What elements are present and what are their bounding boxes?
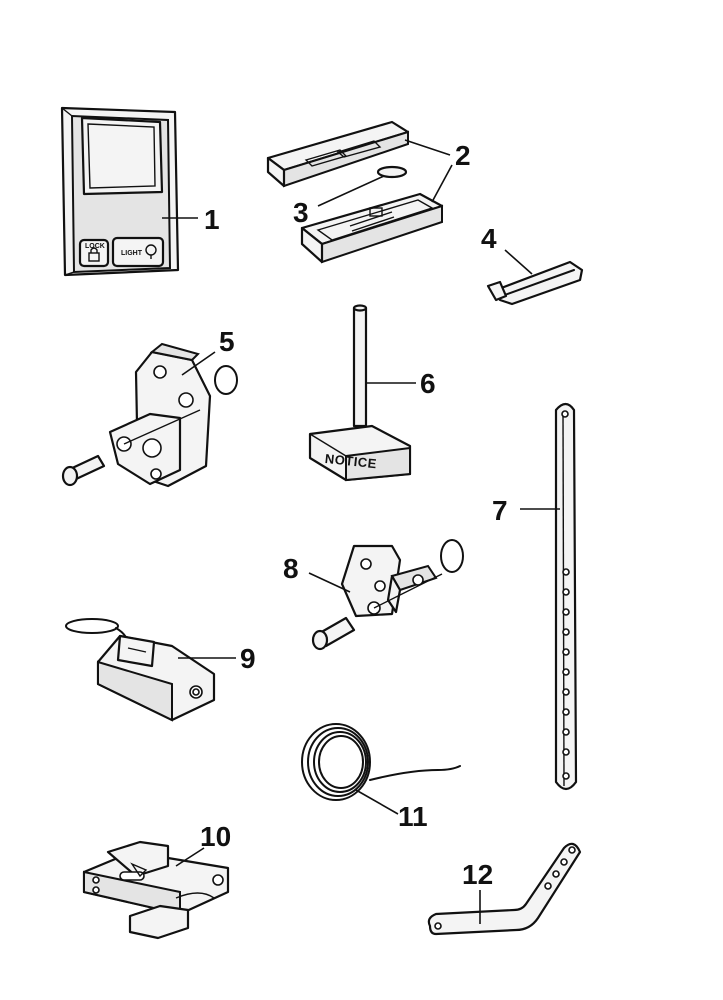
part-2-remote-transmitter: 2 3 [266, 120, 471, 264]
part-8-header-bracket: 8 [283, 539, 464, 651]
part-9-safety-sensor: 9 [65, 618, 256, 722]
part-7-straight-door-arm: 7 [492, 402, 578, 791]
callout-11: 11 [398, 801, 428, 832]
leader-3 [317, 175, 385, 207]
light-button[interactable]: LIGHT [111, 236, 165, 268]
callout-2: 2 [455, 140, 471, 171]
leader-10 [175, 847, 205, 867]
lock-label: LOCK [85, 243, 105, 250]
part-6-release-handle: NOTICE 6 [308, 304, 436, 482]
leader-2b [431, 164, 453, 203]
callout-9: 9 [240, 643, 256, 674]
leader-4 [504, 249, 533, 275]
callout-12: 12 [462, 859, 493, 890]
leader-8 [308, 572, 351, 593]
part-5-door-bracket: 5 [61, 326, 238, 488]
part-12-curved-door-arm: 12 [427, 842, 582, 936]
callout-4: 4 [481, 223, 497, 254]
lock-shackle [90, 247, 98, 253]
leader-2a [404, 139, 451, 156]
notice-label: NOTICE [324, 451, 377, 471]
part-10-sensor-bracket: 10 [82, 821, 231, 940]
light-label: LIGHT [121, 250, 143, 257]
callout-8: 8 [283, 553, 299, 584]
leader-11 [355, 789, 399, 815]
callout-10: 10 [200, 821, 231, 852]
part-4-visor-clip: 4 [481, 223, 584, 306]
callout-3: 3 [293, 197, 309, 228]
callout-6: 6 [420, 368, 436, 399]
part-11-coiled-wire: 11 [301, 723, 461, 832]
battery [376, 165, 408, 179]
leader-5 [181, 351, 216, 376]
callout-5: 5 [219, 326, 235, 357]
callout-1: 1 [204, 204, 220, 235]
ring-fastener-2 [440, 539, 464, 573]
lock-icon [88, 252, 100, 262]
lock-button[interactable]: LOCK [78, 238, 110, 268]
part-1-control-panel: LOCK LIGHT 1 [60, 106, 220, 277]
callout-7: 7 [492, 495, 508, 526]
ring-fastener [214, 365, 238, 395]
